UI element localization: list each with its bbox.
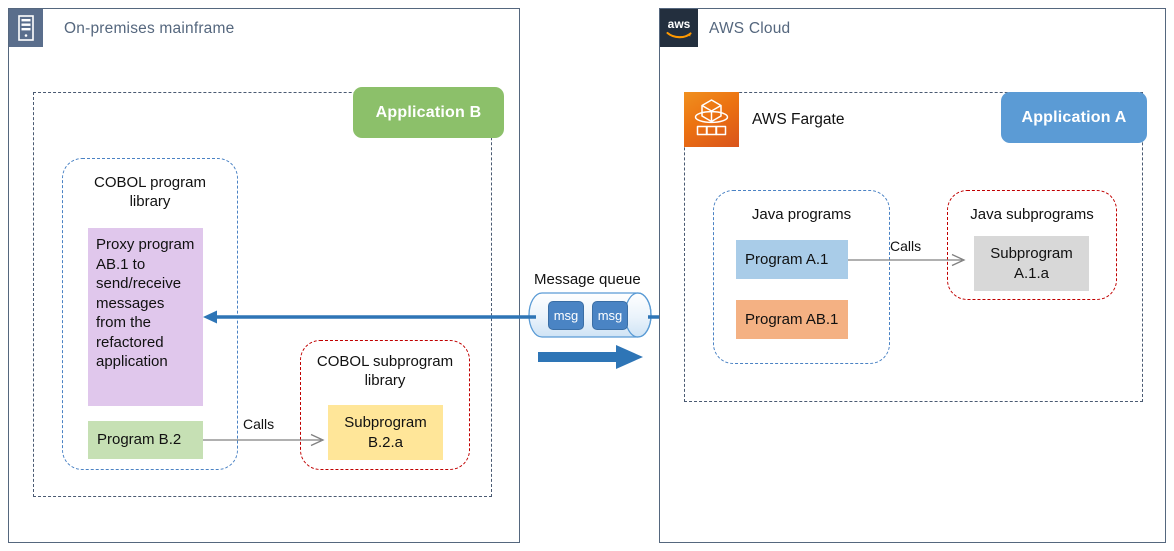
aws-fargate-service-label: AWS Fargate [752,111,845,128]
queue-flow-direction-arrow [538,344,643,370]
java-programs-caption: Java programs [751,206,852,223]
msg-chip-2: msg [592,301,628,330]
java-programs-group [713,190,890,364]
calls-arrow-onprem [203,430,333,450]
queue-to-mainframe-arrow [203,308,536,326]
svg-text:aws: aws [668,17,691,31]
aws-cloud-header-label: AWS Cloud [709,20,791,37]
proxy-program-ab1-box: Proxy program AB.1 to send/receive messa… [88,228,203,406]
cobol-program-library-caption: COBOL program library [94,174,206,210]
java-subprograms-group [947,190,1117,300]
cobol-subprogram-library-caption: COBOL subprogram library [316,353,454,389]
message-queue-label: Message queue [534,271,641,288]
program-a1-box: Program A.1 [736,240,848,279]
aws-fargate-icon [684,92,739,147]
on-premises-header-label: On-premises mainframe [64,20,235,37]
subprogram-b2a-box: Subprogram B.2.a [328,405,443,460]
application-b-badge[interactable]: Application B [353,87,504,138]
program-ab1-box: Program AB.1 [736,300,848,339]
calls-label-onprem: Calls [243,416,275,432]
calls-label-aws: Calls [890,238,922,254]
aws-fargate-region [684,92,1143,402]
subprogram-a1a-box: Subprogram A.1.a [974,236,1089,291]
calls-arrow-aws [848,250,974,270]
application-a-badge[interactable]: Application A [1001,92,1147,143]
cobol-subprogram-library-group [300,340,470,470]
program-b2-box: Program B.2 [88,421,203,459]
cobol-program-library-group [62,158,238,470]
java-subprograms-caption: Java subprograms [970,206,1094,223]
aws-logo-icon: aws [660,9,698,47]
mainframe-icon [9,9,43,47]
msg-chip-1: msg [548,301,584,330]
application-b-region [33,92,492,497]
